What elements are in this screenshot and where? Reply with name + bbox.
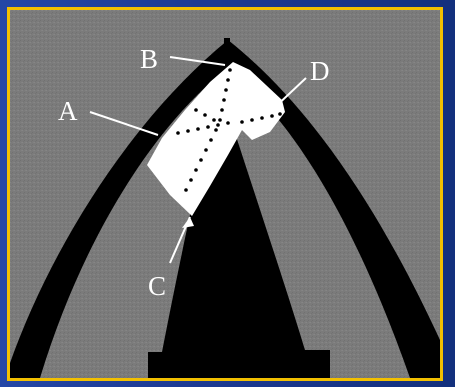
image-frame: B A D C [7, 7, 443, 381]
top-notch [224, 38, 230, 68]
label-a: A [58, 96, 78, 126]
label-c: C [148, 271, 166, 301]
diagram-canvas: B A D C [10, 10, 440, 378]
label-d: D [310, 56, 330, 86]
label-b: B [140, 44, 158, 74]
